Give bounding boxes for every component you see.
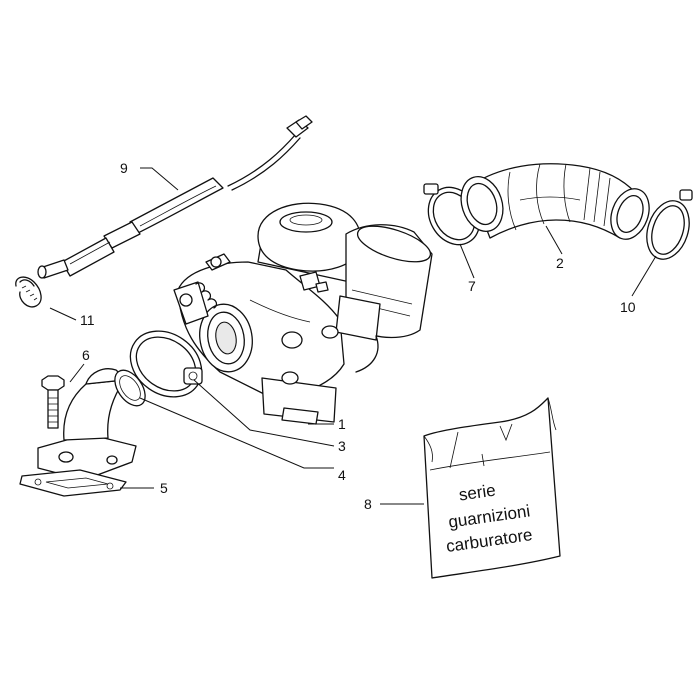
part-7-hose-clamp [423, 183, 481, 246]
leader-9 [140, 167, 179, 191]
leader-lines [49, 167, 657, 505]
leader-3 [193, 379, 335, 447]
callout-3: 3 [338, 438, 346, 454]
part-8-gasket-kit-bag: serie guarnizioni carburatore [423, 397, 561, 579]
leader-4 [139, 397, 334, 469]
part-10-hose-clamp [646, 189, 693, 260]
callout-7: 7 [468, 278, 476, 294]
part-3-hose-clamp [129, 330, 203, 398]
leader-2 [545, 225, 563, 255]
callout-1: 1 [338, 416, 346, 432]
leader-7 [459, 243, 475, 279]
callout-8: 8 [364, 496, 372, 512]
leader-11 [49, 307, 77, 321]
part-6-bolt [41, 375, 65, 429]
bag-label-line-1: serie [458, 481, 497, 505]
part-1-carburetor [173, 202, 433, 425]
part-2-intake-hose [460, 163, 650, 240]
callout-6: 6 [82, 347, 90, 363]
part-4-intake-manifold [37, 368, 146, 481]
callout-4: 4 [338, 467, 346, 483]
callout-numbers: 9 11 6 1 3 4 5 8 7 2 10 [80, 160, 636, 512]
callout-5: 5 [160, 480, 168, 496]
part-11-spring-clip [15, 276, 42, 308]
callout-2: 2 [556, 255, 564, 271]
callout-11: 11 [80, 312, 95, 328]
leader-6 [69, 363, 85, 383]
callout-9: 9 [120, 160, 128, 176]
callout-10: 10 [620, 299, 636, 315]
part-9-cable [37, 115, 313, 279]
leader-10 [631, 255, 657, 297]
part-5-gasket [19, 469, 127, 497]
